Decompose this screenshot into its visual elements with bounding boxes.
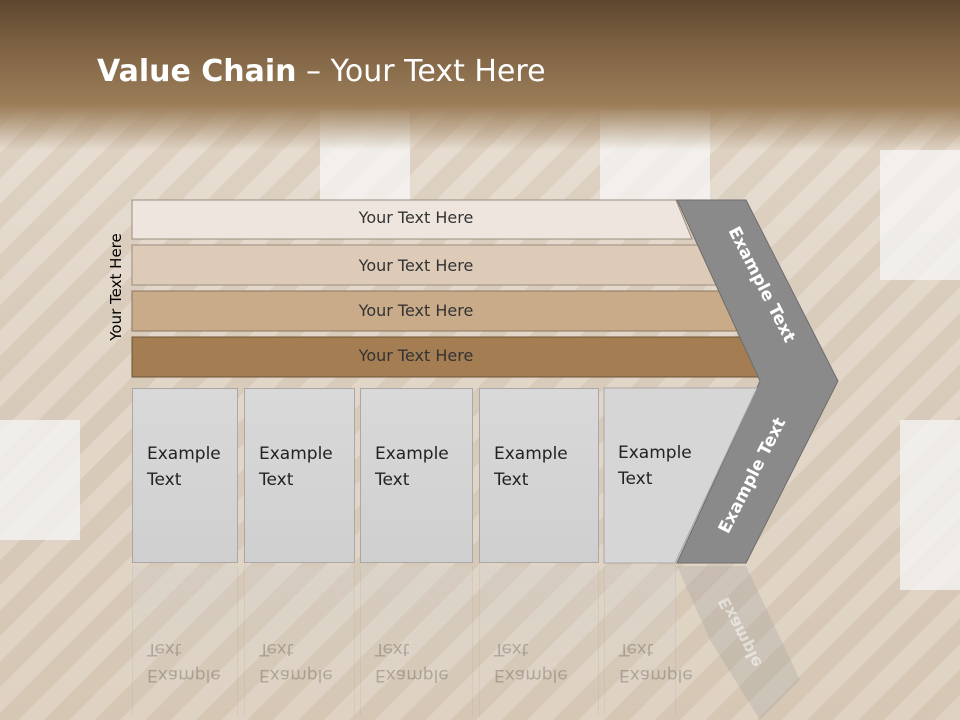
bar-4-label: Your Text Here — [358, 346, 474, 365]
chevron-arrow — [676, 199, 839, 564]
bar-3-label: Your Text Here — [358, 301, 474, 320]
background-pillar — [900, 420, 960, 590]
chevron-reflection — [677, 566, 800, 720]
title-bold: Value Chain — [97, 54, 297, 89]
cell-5-shape — [603, 387, 758, 564]
background-pillar — [0, 420, 80, 540]
header-band — [0, 0, 960, 150]
bar-1 — [131, 199, 693, 240]
bar-2-label: Your Text Here — [358, 256, 474, 275]
background-pillar — [880, 150, 960, 280]
slide-title: Value Chain – Your Text Here — [97, 54, 546, 89]
bar-1-label: Your Text Here — [358, 208, 474, 227]
title-rest: – Your Text Here — [296, 54, 546, 89]
